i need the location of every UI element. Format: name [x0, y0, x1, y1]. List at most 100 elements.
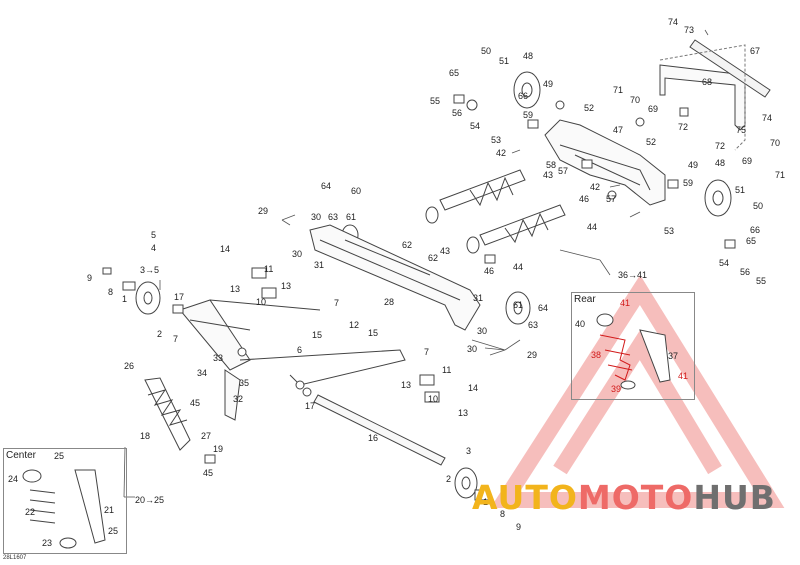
rear-box-parts	[596, 313, 671, 390]
part-label: 71	[613, 85, 624, 95]
part-label: 20→25	[135, 495, 165, 505]
part-label: 54	[719, 258, 730, 268]
part-label: 48	[715, 158, 726, 168]
part-label: 7	[173, 334, 179, 344]
part-label: 14	[468, 383, 479, 393]
part-label: 65	[746, 236, 757, 246]
part-label: 34	[197, 368, 208, 378]
part-label: 15	[312, 330, 323, 340]
part-label: 37	[668, 351, 679, 361]
part-label: 32	[233, 394, 244, 404]
part-label: 57	[606, 194, 617, 204]
part-label: 51	[499, 56, 510, 66]
part-label: 13	[401, 380, 412, 390]
part-label: 52	[646, 137, 657, 147]
part-label: 53	[491, 135, 502, 145]
part-label: 44	[587, 222, 598, 232]
part-label: 31	[473, 293, 484, 303]
part-label: 56	[740, 267, 751, 277]
rear-box-title: Rear	[574, 294, 596, 305]
part-label: 66	[750, 225, 761, 235]
center-box-parts	[22, 469, 106, 549]
part-label: 7	[424, 347, 430, 357]
part-label: 55	[430, 96, 441, 106]
part-label: 15	[368, 328, 379, 338]
part-label: 29	[258, 206, 269, 216]
small-hardware	[102, 94, 736, 501]
part-label: 41	[678, 371, 689, 381]
part-label: 16	[368, 433, 379, 443]
part-label: 42	[590, 182, 601, 192]
center-frame-rail	[309, 224, 481, 331]
part-label: 27	[201, 431, 212, 441]
part-label: 9	[516, 522, 522, 532]
part-label: 72	[715, 141, 726, 151]
part-label: 2	[157, 329, 163, 339]
part-label: 8	[500, 509, 506, 519]
part-label: 49	[688, 160, 699, 170]
part-label: 38	[591, 350, 602, 360]
part-label: 74	[668, 17, 679, 27]
part-label: 63	[328, 212, 339, 222]
part-label: 9	[87, 273, 93, 283]
part-label: 21	[104, 505, 115, 515]
part-label: 55	[756, 276, 767, 286]
part-label: 68	[702, 77, 713, 87]
part-label: 40	[575, 319, 586, 329]
part-label: 42	[496, 148, 507, 158]
part-label: 59	[523, 110, 534, 120]
part-label: 53	[664, 226, 675, 236]
part-label: 46	[484, 266, 495, 276]
part-label: 73	[684, 25, 695, 35]
rear-shock-springs	[425, 169, 566, 254]
part-label: 30	[311, 212, 322, 222]
part-label: 45	[190, 398, 201, 408]
part-label: 69	[742, 156, 753, 166]
part-label: 56	[452, 108, 463, 118]
part-label: 17	[174, 292, 185, 302]
rear-arm-assembly	[544, 39, 771, 206]
part-label: 1	[122, 294, 128, 304]
part-label: 11	[442, 365, 452, 375]
part-label: 67	[750, 46, 761, 56]
part-label: 69	[648, 104, 659, 114]
part-label: 58	[546, 160, 557, 170]
part-label: 24	[8, 474, 19, 484]
part-label: 31	[314, 260, 325, 270]
part-label: 26	[124, 361, 135, 371]
logo-moto: MOTO	[577, 478, 694, 517]
part-label: 66	[518, 91, 529, 101]
part-label: 49	[543, 79, 554, 89]
part-label: 30	[467, 344, 478, 354]
part-label: 10	[256, 297, 267, 307]
part-label: 60	[351, 186, 362, 196]
part-label: 39	[611, 384, 622, 394]
part-label: 75	[736, 125, 747, 135]
part-label: 13	[458, 408, 469, 418]
part-label: 13	[230, 284, 241, 294]
center-detail-box	[3, 448, 127, 554]
part-label: 1	[483, 497, 489, 507]
part-label: 10	[428, 394, 439, 404]
part-label: 30	[477, 326, 488, 336]
part-label: 52	[584, 103, 595, 113]
autohub-logo: AUTOMOTOHUB	[472, 478, 776, 517]
part-label: 29	[527, 350, 538, 360]
part-label: 22	[25, 507, 36, 517]
part-label: 65	[449, 68, 460, 78]
part-label: 28	[384, 297, 395, 307]
part-label: 14	[220, 244, 231, 254]
part-label: 6	[297, 345, 303, 355]
part-label: 17	[305, 401, 316, 411]
long-rod	[313, 394, 446, 466]
part-label: 48	[523, 51, 534, 61]
part-label: 46	[579, 194, 590, 204]
front-shock	[144, 369, 241, 451]
part-label: 47	[613, 125, 624, 135]
part-label: 43	[543, 170, 554, 180]
part-label: 43	[440, 246, 451, 256]
logo-hub: HUB	[693, 478, 776, 517]
part-label: 45	[203, 468, 214, 478]
